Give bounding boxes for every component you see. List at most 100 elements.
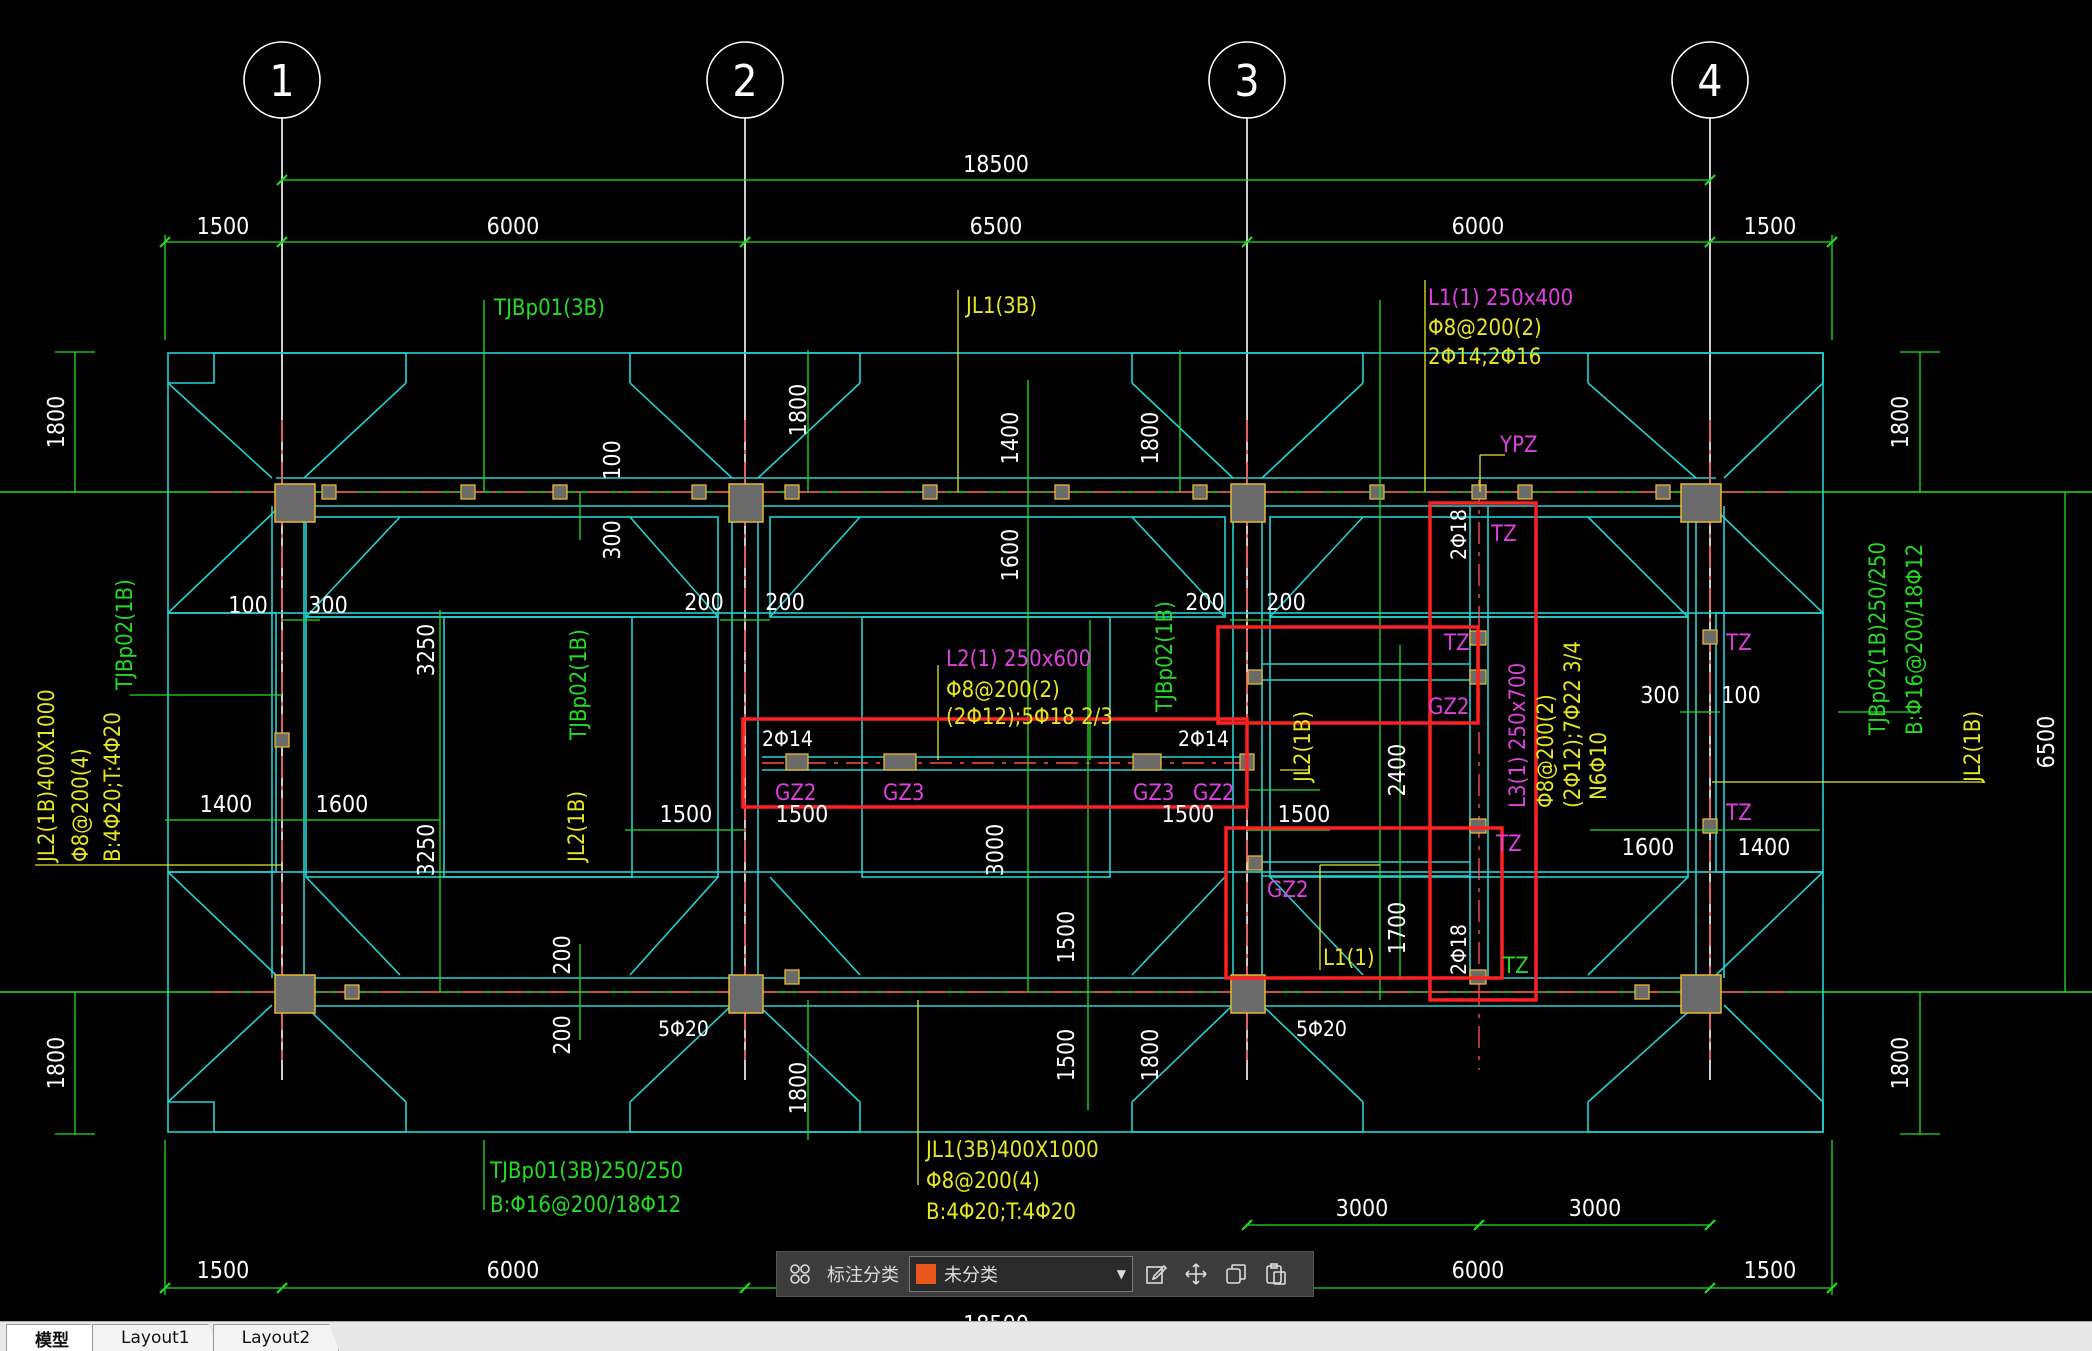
dim-1400-left: 1400 [200,792,253,818]
label-tjbp02-right-2: B:Φ16@200/18Φ12 [1903,544,1928,735]
dim-300-c: 300 [1640,683,1680,709]
label-tz-r2: TZ [1725,801,1752,826]
dim-1800-c: 1800 [1138,1029,1164,1082]
grid-icon[interactable] [783,1257,817,1291]
dim-1800-b: 1800 [1138,412,1164,465]
dim-right-top: 1800 [1888,396,1914,449]
label-2phi18-a: 2Φ18 [1447,509,1471,560]
label-tz-4: TZ [1502,954,1529,979]
dim-1500-b: 1500 [1054,1029,1080,1082]
dim-1500-m: 1500 [776,802,829,828]
dim-top-5: 1500 [1744,214,1797,240]
dim-100-b: 100 [228,593,268,619]
chevron-down-icon: ▼ [1116,1267,1126,1281]
label-gz2-a: GZ2 [775,781,817,806]
axis-label-4: 4 [1697,56,1722,107]
label-tjbp02-right-1: TJBp02(1B)250/250 [1866,542,1891,736]
dim-300-a: 300 [600,520,626,560]
label-tjbp01-bot-1: TJBp01(3B)250/250 [489,1159,683,1184]
label-jl1-top: JL1(3B) [964,294,1037,319]
paste-icon[interactable] [1259,1257,1293,1291]
label-l3-d: N6Φ10 [1587,732,1612,800]
dim-bot-4: 6000 [1452,1258,1505,1284]
dim-left-top: 1800 [44,396,70,449]
dim-bot-sub-1: 3000 [1336,1196,1389,1222]
dim-right-total: 6500 [2034,716,2060,769]
dim-overall-bottom: 18500 [963,1312,1029,1321]
dim-top-1: 1500 [197,214,250,240]
label-tz-3: TZ [1495,832,1522,857]
label-l1-small: L1(1) [1323,946,1375,971]
axis-label-2: 2 [732,56,757,107]
label-l1-title: L1(1) 250x400 [1428,286,1573,311]
dim-left-bot: 1800 [44,1037,70,1090]
label-jl2-right: JL2(1B) [1961,711,1986,784]
label-tjbp02-c3: TJBp02(1B) [1153,601,1178,713]
dim-300-b: 300 [308,593,348,619]
dim-bot-sub-2: 3000 [1569,1196,1622,1222]
label-l2-line3: (2Φ12);5Φ18 2/3 [946,705,1113,730]
cad-drawing-canvas[interactable]: 1 2 3 4 [0,0,2092,1321]
dim-bot-2: 6000 [487,1258,540,1284]
dim-1600: 1600 [998,529,1024,582]
dim-1500-a: 1500 [1054,911,1080,964]
dim-top-4: 6000 [1452,214,1505,240]
annotation-toolbar: 标注分类 未分类 ▼ [776,1251,1314,1297]
label-tz-1: TZ [1490,522,1517,547]
label-jl2-mid: JL2(1B) [565,791,590,864]
label-l1-line3: 2Φ14;2Φ16 [1428,345,1541,370]
category-select-value: 未分类 [944,1265,998,1286]
tab-layout2[interactable]: Layout2 [212,1324,340,1351]
dim-1800-a: 1800 [786,384,812,437]
label-gz3-b: GZ3 [1133,781,1175,806]
dim-200-b: 200 [550,1015,576,1055]
dim-100-c: 100 [1721,683,1761,709]
dim-bot-5: 1500 [1744,1258,1797,1284]
highlight-box-l3 [1428,501,1538,1002]
label-gz2-c: GZ2 [1428,695,1470,720]
dim-3250-b: 3250 [414,824,440,877]
layout-tab-bar: 模型 Layout1 Layout2 [0,1321,2092,1351]
dim-100-a: 100 [600,440,626,480]
move-icon[interactable] [1179,1257,1213,1291]
label-jl1-bot-1: JL1(3B)400X1000 [924,1138,1099,1163]
tab-layout1[interactable]: Layout1 [92,1324,219,1351]
label-l1-line2: Φ8@200(2) [1428,316,1542,341]
leader-lines-green [130,300,1920,1210]
grid-axis-labels: 1 2 3 4 [269,56,1722,107]
label-gz3-a: GZ3 [883,781,925,806]
dim-top-3: 6500 [970,214,1023,240]
label-jl1-bot-3: B:4Φ20;T:4Φ20 [926,1200,1076,1225]
label-tz-2: TZ [1443,631,1470,656]
leader-lines [35,280,1985,1185]
label-jl2-left-1: JL2(1B)400X1000 [35,689,60,864]
highlight-box-gz2-lower [1224,826,1504,980]
label-gz2-b: GZ2 [1193,781,1235,806]
constructional-columns [274,484,1718,1000]
label-l3-a: L3(1) 250x700 [1506,663,1531,808]
label-l2-title: L2(1) 250x600 [946,647,1091,672]
dim-1500-l: 1500 [660,802,713,828]
edit-icon[interactable] [1139,1257,1173,1291]
label-5phi20-b: 5Φ20 [1296,1017,1347,1041]
label-jl2-left-2: Φ8@200(4) [69,748,94,862]
dimension-lines [55,179,2066,1295]
dim-3000: 3000 [983,824,1009,877]
label-l2-line2: Φ8@200(2) [946,678,1060,703]
dim-1400-right: 1400 [1738,835,1791,861]
dim-top-2: 6000 [487,214,540,240]
label-tjbp01-bot-2: B:Φ16@200/18Φ12 [490,1193,681,1218]
dim-200-d: 200 [765,590,805,616]
dim-2400: 2400 [1385,744,1411,797]
dim-1600-left: 1600 [316,792,369,818]
label-l3-b: Φ8@200(2) [1534,694,1559,808]
label-tz-r1: TZ [1725,631,1752,656]
label-jl2-left-3: B:4Φ20;T:4Φ20 [101,712,126,862]
label-l3-c: (2Φ12);7Φ22 3/4 [1561,641,1586,808]
category-select[interactable]: 未分类 ▼ [909,1256,1133,1292]
tab-model[interactable]: 模型 [6,1324,98,1351]
label-5phi20-a: 5Φ20 [658,1017,709,1041]
copy-icon[interactable] [1219,1257,1253,1291]
dim-200-f: 200 [1266,590,1306,616]
label-jl2-c3: JL2(1B) [1291,711,1316,784]
